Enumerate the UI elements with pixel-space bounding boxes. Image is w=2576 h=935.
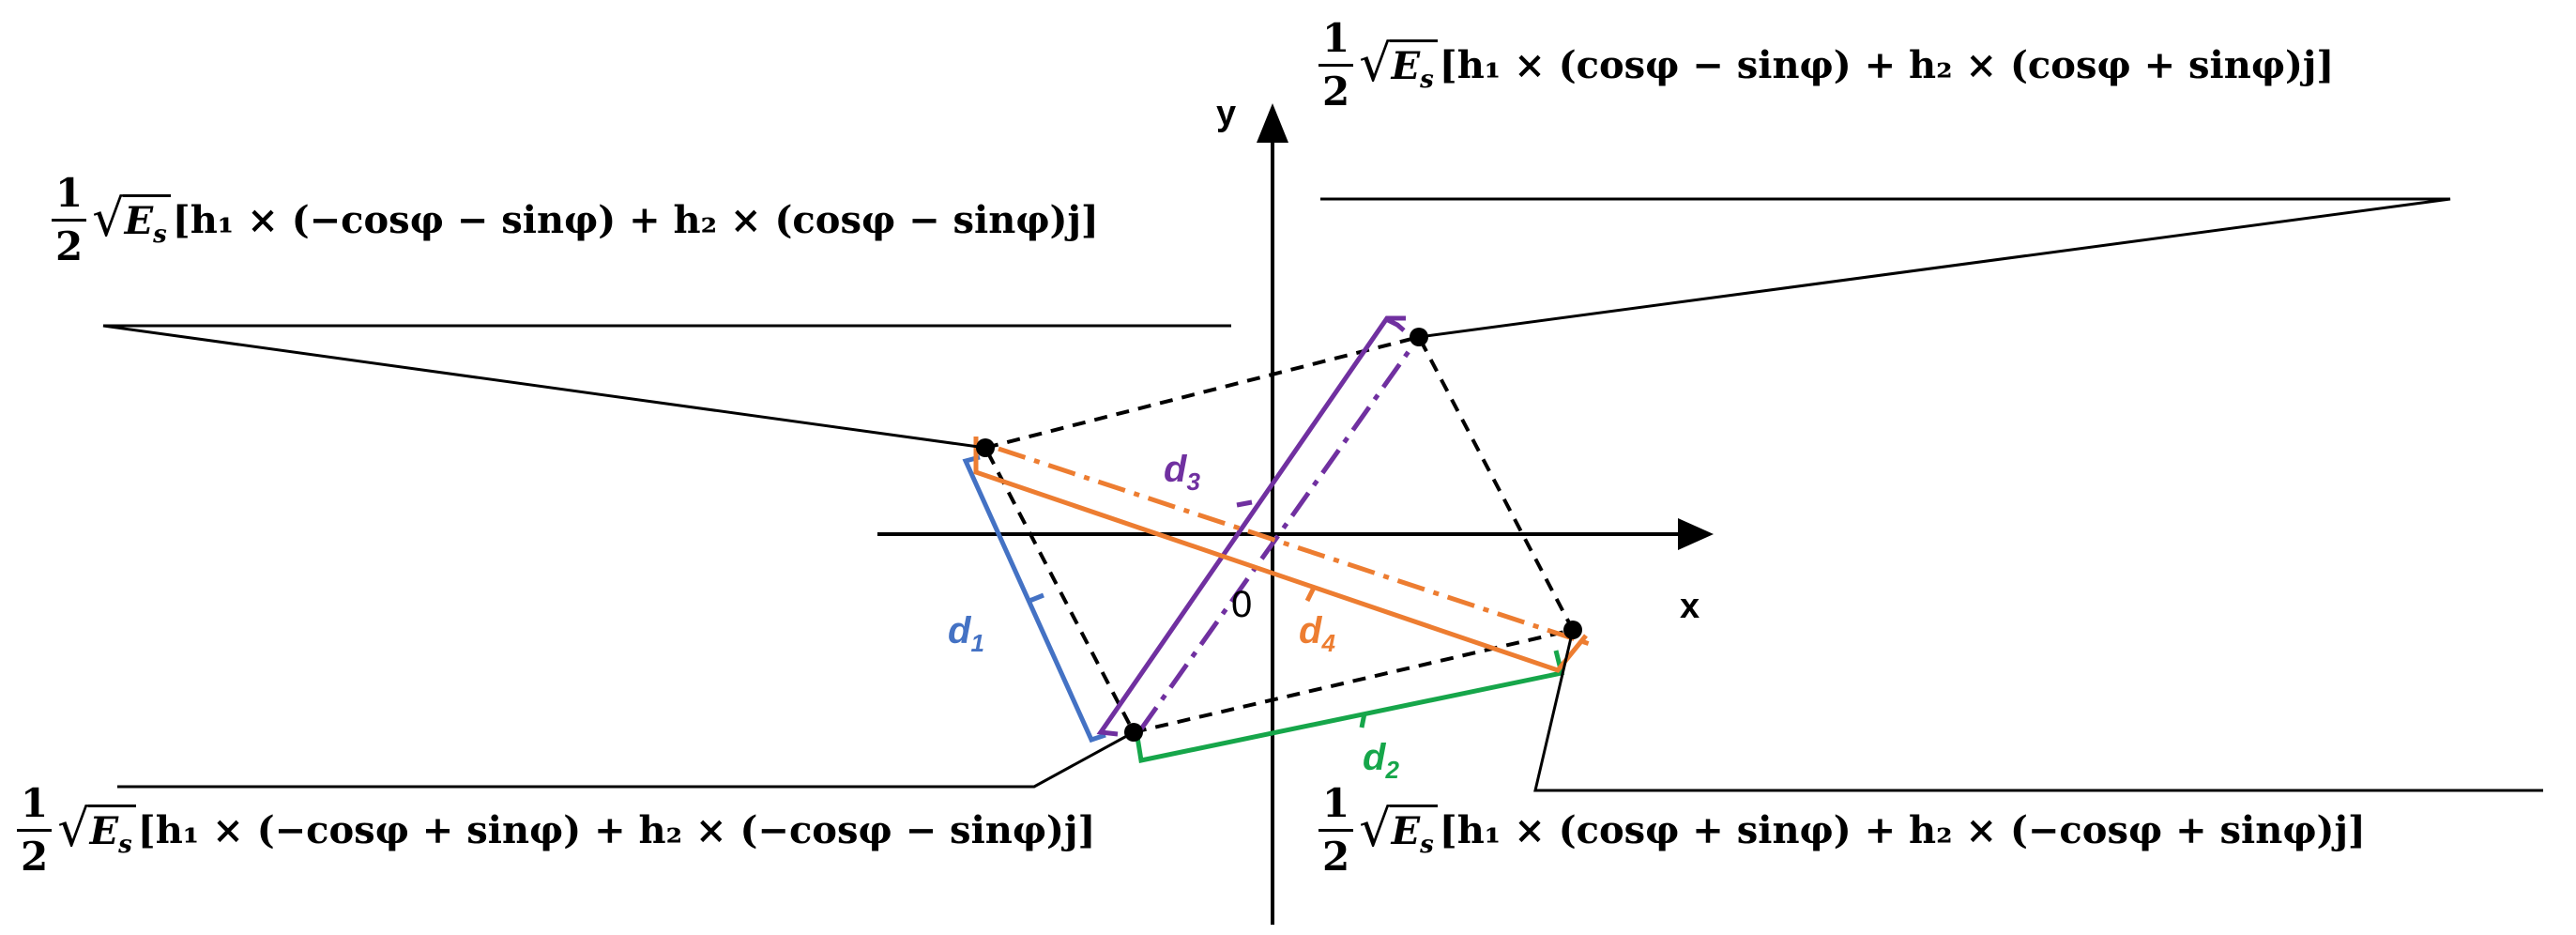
callout-bottom-left — [117, 730, 1135, 789]
d4-segment — [973, 437, 1596, 673]
sqrt-body: Es — [87, 804, 136, 857]
sqrt-body: Es — [1389, 804, 1438, 857]
fraction: 1 2 — [52, 174, 87, 267]
formula-top-right: 1 2 √ Es [h₁ × (cosφ − sinφ) + h₂ × (cos… — [1318, 19, 2334, 112]
formula-body: [h₁ × (−cosφ + sinφ) + h₂ × (−cosφ − sin… — [137, 807, 1096, 852]
y-axis-label: y — [1216, 94, 1237, 133]
fraction: 1 2 — [1318, 784, 1354, 877]
sqrt-icon: √ — [57, 798, 90, 858]
d3-segment — [1096, 315, 1417, 737]
d3-label: d3 — [1164, 449, 1200, 496]
x-axis-label: x — [1680, 587, 1700, 626]
formula-body: [h₁ × (−cosφ − sinφ) + h₂ × (cosφ − sinφ… — [172, 197, 1099, 242]
sqrt-body: Es — [1389, 38, 1438, 92]
origin-label: 0 — [1231, 584, 1253, 625]
y-axis-arrow — [1257, 103, 1288, 143]
d1-label: d1 — [948, 610, 984, 657]
x-axis-arrow — [1678, 518, 1714, 550]
callout-top-right — [1320, 197, 2451, 339]
d2-label: d2 — [1363, 737, 1399, 784]
formula-bottom-right: 1 2 √ Es [h₁ × (cosφ + sinφ) + h₂ × (−co… — [1318, 784, 2366, 877]
sqrt-body: Es — [122, 193, 171, 247]
d4-label: d4 — [1299, 610, 1335, 657]
callout-top-left — [102, 324, 1231, 450]
d1-segment — [962, 454, 1106, 743]
callout-lines — [102, 197, 2543, 792]
fraction: 1 2 — [17, 784, 53, 877]
formula-body: [h₁ × (cosφ + sinφ) + h₂ × (−cosφ + sinφ… — [1439, 807, 2366, 852]
axes — [877, 103, 1714, 925]
formula-body: [h₁ × (cosφ − sinφ) + h₂ × (cosφ + sinφ)… — [1439, 42, 2335, 87]
sqrt-icon: √ — [92, 188, 125, 248]
sqrt-icon: √ — [1359, 798, 1392, 858]
sqrt-icon: √ — [1359, 33, 1392, 93]
fraction: 1 2 — [1318, 19, 1354, 112]
d2-segment — [1135, 650, 1565, 763]
formula-top-left: 1 2 √ Es [h₁ × (−cosφ − sinφ) + h₂ × (co… — [52, 174, 1099, 267]
callout-bottom-right — [1533, 629, 2543, 792]
formula-bottom-left: 1 2 √ Es [h₁ × (−cosφ + sinφ) + h₂ × (−c… — [17, 784, 1095, 877]
